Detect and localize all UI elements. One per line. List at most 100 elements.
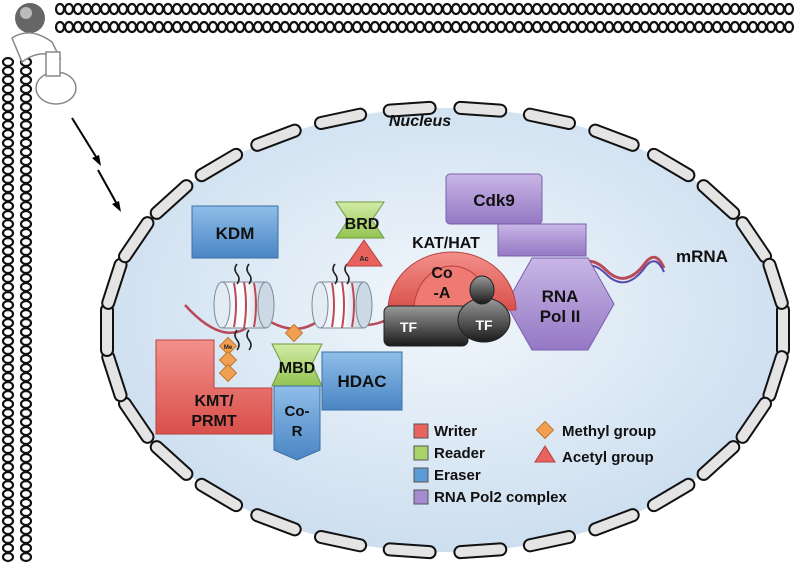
lipid-head <box>198 2 210 16</box>
lipid-head <box>306 2 318 16</box>
lipid-head <box>666 20 678 34</box>
lipid-head <box>144 20 156 34</box>
kdm-label: KDM <box>216 224 255 243</box>
lipid-head <box>19 506 33 518</box>
lipid-head <box>19 290 33 302</box>
lipid-head <box>19 479 33 491</box>
envelope-segment <box>696 440 741 481</box>
envelope-segment <box>117 216 155 264</box>
corepressor: Co- R <box>273 385 321 461</box>
lipid-head <box>19 551 33 563</box>
lipid-head <box>1 542 15 554</box>
lipid-head <box>612 2 624 16</box>
envelope-segment <box>382 542 437 560</box>
lipid-head <box>90 2 102 16</box>
lipid-head <box>522 2 534 16</box>
lipid-head <box>441 2 453 16</box>
lipid-head <box>1 227 15 239</box>
lipid-head <box>567 20 579 34</box>
nucleus-label: Nucleus <box>389 113 451 130</box>
lipid-head <box>369 20 381 34</box>
lipid-head <box>162 2 174 16</box>
lipid-head <box>396 20 408 34</box>
lipid-head <box>19 236 33 248</box>
lipid-head <box>216 2 228 16</box>
lipid-head <box>432 20 444 34</box>
envelope-segment <box>588 123 640 152</box>
lipid-head <box>19 200 33 212</box>
lipid-head <box>198 20 210 34</box>
lipid-head <box>19 173 33 185</box>
envelope-segment <box>522 529 577 553</box>
lipid-head <box>19 218 33 230</box>
lipid-head <box>19 470 33 482</box>
lipid-head <box>1 191 15 203</box>
envelope-segment <box>735 396 773 444</box>
lipid-head <box>1 497 15 509</box>
lipid-head <box>19 497 33 509</box>
lipid-head <box>153 2 165 16</box>
lipid-head <box>135 20 147 34</box>
lipid-head <box>1 128 15 140</box>
lipid-head <box>1 137 15 149</box>
lipid-head <box>1 461 15 473</box>
lipid-head <box>1 416 15 428</box>
lipid-head <box>81 20 93 34</box>
lipid-head <box>360 20 372 34</box>
lipid-head <box>19 398 33 410</box>
envelope-segment <box>646 477 696 513</box>
lipid-head <box>594 2 606 16</box>
envelope-segment <box>313 107 368 131</box>
lipid-head <box>19 317 33 329</box>
legend-swatch-writer <box>413 423 429 439</box>
coa-label-line2: -A <box>434 285 451 302</box>
legend-swatch-acetyl-group <box>534 445 556 463</box>
lipid-head <box>1 254 15 266</box>
tf-right: TF <box>457 297 511 343</box>
lipid-head <box>1 290 15 302</box>
lipid-head <box>414 2 426 16</box>
lipid-head <box>342 2 354 16</box>
lipid-head <box>612 20 624 34</box>
lipid-head <box>90 20 102 34</box>
lipid-head <box>19 254 33 266</box>
kat-hat-label: KAT/HAT <box>412 235 480 252</box>
lipid-head <box>19 515 33 527</box>
lipid-head <box>729 2 741 16</box>
lipid-head <box>450 20 462 34</box>
kmt-label: KMT/ <box>194 393 234 410</box>
lipid-head <box>252 20 264 34</box>
lipid-head <box>54 2 66 16</box>
lipid-head <box>603 20 615 34</box>
envelope-segment <box>149 440 194 481</box>
envelope-segment <box>194 147 244 183</box>
lipid-head <box>1 56 15 68</box>
me-mark-label: Me <box>224 345 233 351</box>
lipid-head <box>1 209 15 221</box>
coactivator: Co -A <box>413 265 491 311</box>
lipid-head <box>756 2 768 16</box>
lipid-head <box>1 326 15 338</box>
lipid-head <box>1 335 15 347</box>
legend-label-rna-pol2-complex: RNA Pol2 complex <box>434 489 567 506</box>
hdac-eraser: HDAC <box>321 351 403 411</box>
lipid-head <box>19 425 33 437</box>
lipid-head <box>297 2 309 16</box>
lipid-head <box>1 299 15 311</box>
lipid-head <box>306 20 318 34</box>
lipid-head <box>19 524 33 536</box>
lipid-head <box>1 317 15 329</box>
lipid-head <box>72 2 84 16</box>
lipid-head <box>765 20 777 34</box>
lipid-head <box>477 20 489 34</box>
lipid-head <box>1 353 15 365</box>
lipid-head <box>1 533 15 545</box>
lipid-head <box>99 2 111 16</box>
lipid-head <box>675 20 687 34</box>
lipid-head <box>297 20 309 34</box>
envelope-segment <box>646 147 696 183</box>
methyl-group-marks: Me <box>218 323 304 383</box>
lipid-head <box>468 2 480 16</box>
lipid-head <box>19 83 33 95</box>
lipid-head <box>549 2 561 16</box>
